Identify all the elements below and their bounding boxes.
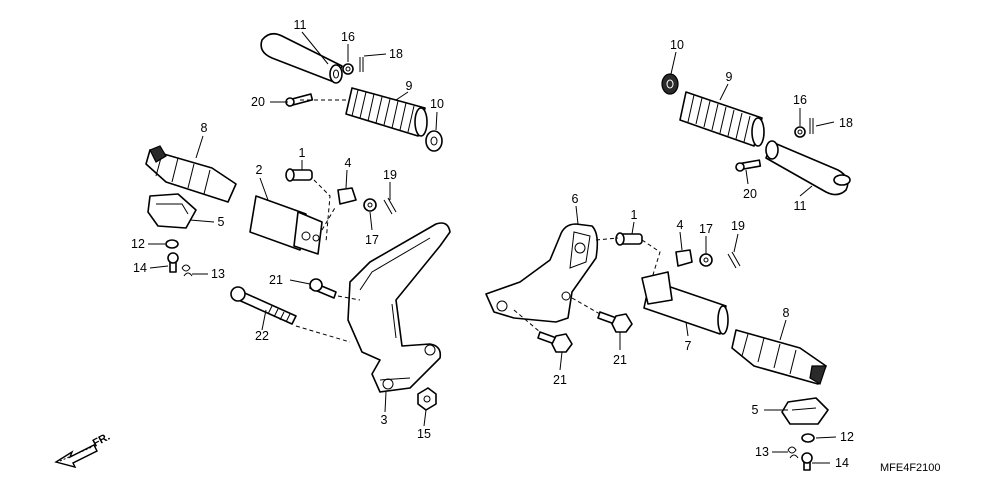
footpeg-right	[641, 271, 729, 335]
callout-4: 4	[345, 156, 352, 170]
washer-right-outer	[661, 73, 679, 95]
nut-right-12	[801, 433, 815, 443]
callout-12: 12	[131, 237, 145, 251]
callout-14: 14	[133, 261, 147, 275]
footrest-rubber-right	[731, 329, 827, 385]
callout-1: 1	[631, 208, 638, 222]
callout-19: 19	[383, 168, 397, 182]
washer-right-17	[699, 253, 713, 267]
assembly-line	[337, 295, 361, 301]
callout-11: 11	[294, 18, 307, 32]
callout-21: 21	[269, 273, 283, 287]
callout-20: 20	[251, 95, 265, 109]
callout-18: 18	[839, 116, 853, 130]
leader-lines	[148, 31, 837, 464]
washer-right-16	[794, 126, 806, 138]
front-label: FR.	[91, 431, 112, 450]
callout-11: 11	[794, 199, 807, 213]
assembly-line	[313, 179, 331, 243]
bolt-left-21	[309, 278, 337, 299]
callout-13: 13	[755, 445, 769, 459]
bolt-right-21b	[597, 311, 633, 333]
callout-5: 5	[752, 403, 759, 417]
callout-22: 22	[255, 329, 269, 343]
pin-left-upper	[285, 93, 314, 107]
assembly-line	[571, 297, 601, 315]
callout-21: 21	[553, 373, 567, 387]
cotter-pin-left-upper	[359, 57, 364, 72]
bolt-left-14	[167, 252, 179, 273]
callout-labels: 11 16 18 20 9 10 8 5 12 14 13 1 2 4 19 1…	[131, 18, 854, 470]
callout-10: 10	[670, 38, 684, 52]
assembly-line	[513, 309, 541, 333]
callout-21: 21	[613, 353, 627, 367]
clip-left	[337, 187, 357, 205]
callout-17: 17	[365, 233, 379, 247]
callout-5: 5	[218, 215, 225, 229]
callout-20: 20	[743, 187, 757, 201]
pivot-pin-left	[285, 168, 313, 182]
callout-13: 13	[211, 267, 225, 281]
assembly-line	[595, 237, 619, 241]
washer-left-outer	[425, 130, 443, 152]
cotter-pin-right-18	[809, 118, 814, 134]
callout-15: 15	[417, 427, 431, 441]
bolt-right-14	[801, 452, 813, 471]
step-holder-left	[347, 222, 451, 393]
nut-left-12	[165, 239, 179, 249]
washer-left-13	[181, 264, 193, 277]
washer-right-13	[787, 446, 799, 459]
callout-3: 3	[381, 413, 388, 427]
callout-16: 16	[793, 93, 807, 107]
callout-19: 19	[731, 219, 745, 233]
footrest-rubber-left	[145, 145, 237, 203]
rubber-footpeg-right	[679, 91, 765, 147]
callout-9: 9	[406, 79, 413, 93]
nut-15	[417, 387, 437, 411]
bracket-right	[781, 397, 829, 425]
callout-16: 16	[341, 30, 355, 44]
long-bolt-22	[230, 286, 297, 325]
cotter-pin-right-19	[727, 251, 741, 269]
callout-1: 1	[299, 146, 306, 160]
callout-9: 9	[726, 70, 733, 84]
callout-6: 6	[572, 192, 579, 206]
callout-8: 8	[783, 306, 790, 320]
assembly-line	[321, 205, 337, 231]
footpeg-arm-left	[260, 32, 343, 84]
callout-2: 2	[256, 163, 263, 177]
bolt-right-21a	[537, 331, 573, 353]
callout-4: 4	[677, 218, 684, 232]
clip-right	[675, 249, 693, 267]
callout-7: 7	[685, 339, 692, 353]
callout-12: 12	[840, 430, 854, 444]
washer-left-upper	[342, 63, 354, 75]
callout-14: 14	[835, 456, 849, 470]
washer-left-17	[363, 198, 377, 212]
footpeg-left	[249, 195, 323, 255]
callout-8: 8	[201, 121, 208, 135]
cotter-pin-left	[383, 197, 397, 215]
callout-17: 17	[699, 222, 713, 236]
step-holder-right	[485, 223, 599, 323]
assembly-line	[295, 325, 351, 343]
pivot-pin-right	[615, 232, 643, 246]
bracket-left	[147, 193, 197, 229]
assembly-line	[641, 239, 661, 279]
callout-10: 10	[430, 97, 444, 111]
front-arrow-icon: FR.	[54, 431, 112, 469]
callout-18: 18	[389, 47, 403, 61]
diagram-code: MFE4F2100	[880, 462, 941, 474]
footpeg-arm-right	[765, 140, 851, 196]
rubber-footpeg-left	[345, 87, 428, 137]
pin-right-20	[735, 159, 762, 172]
